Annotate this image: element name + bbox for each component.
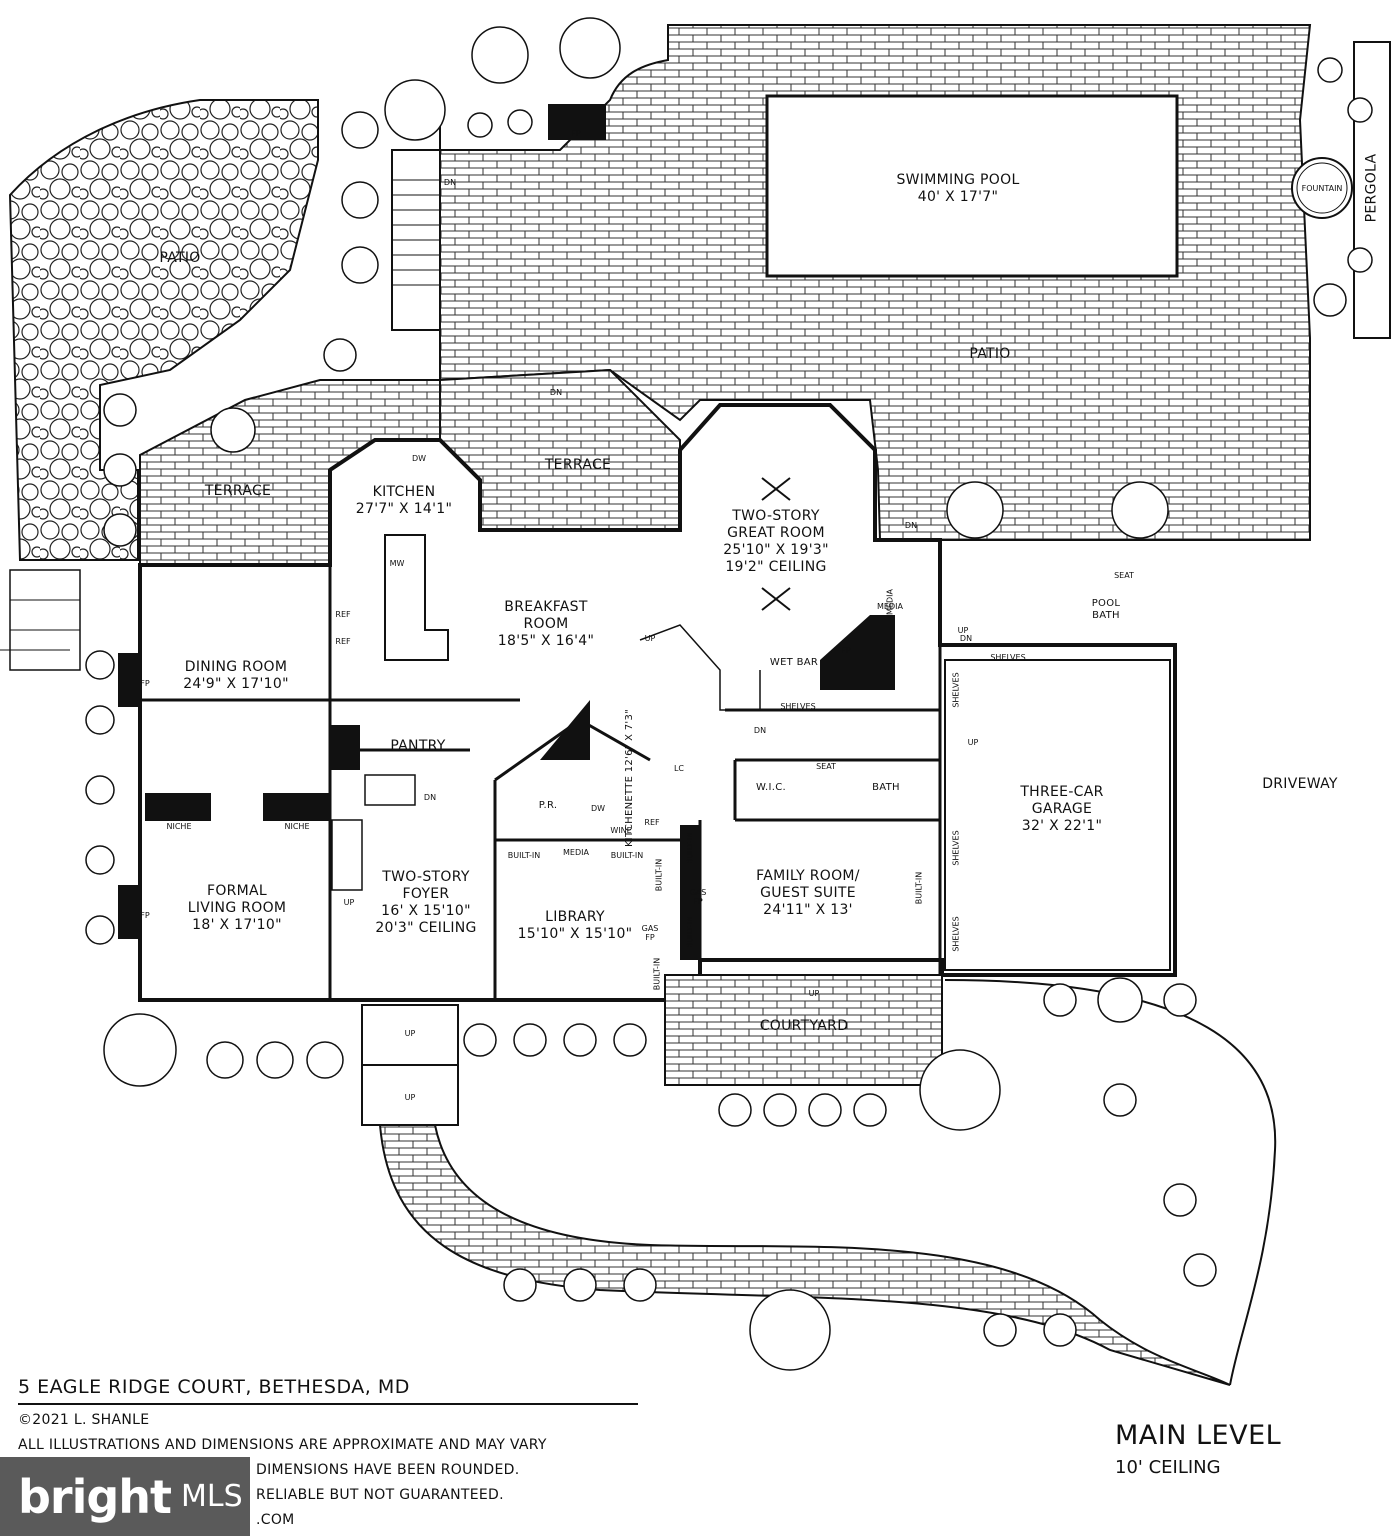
level-ceiling: 10' CEILING [1115,1457,1221,1478]
garage-area [944,659,1171,971]
fixture-label-ref-1: REF [335,610,351,619]
fixture-label-dn-foyer: DN [423,793,437,802]
fireplaces [118,104,895,960]
fixture-label-shelves-garage-top: SHELVES [990,653,1026,662]
level-title: MAIN LEVEL [1115,1420,1282,1451]
fixture-label-niche-1: NICHE [166,822,192,831]
trees [85,17,1373,1371]
room-label-fountain: FOUNTAIN [1301,184,1343,193]
room-label-patio-main: PATIO [969,346,1011,362]
room-label-dining: DINING ROOM 24'9" X 17'10" [183,659,289,692]
fixture-label-dn-stair-top: DN [443,178,457,187]
swimming-pool [765,94,1179,278]
room-label-great-room: TWO-STORY GREAT ROOM 25'10" X 19'3" 19'2… [723,508,829,575]
disclaimer-line-1: ALL ILLUSTRATIONS AND DIMENSIONS ARE APP… [18,1437,547,1453]
room-label-foyer: TWO-STORY FOYER 16' X 15'10" 20'3" CEILI… [375,869,477,936]
fixture-label-up-garage: UP [967,738,979,747]
property-address: 5 EAGLE RIDGE COURT, BETHESDA, MD [18,1376,410,1398]
fountain [1291,157,1353,219]
fixture-label-mw: MW [389,559,405,568]
fixture-label-ref-2: REF [335,637,351,646]
fixture-label-up-breakfast: UP [644,634,656,643]
fixture-label-gas-fp-2: GAS FP [641,924,659,942]
room-label-patio-left: PATIO [159,250,201,266]
room-label-pantry: PANTRY [390,738,446,754]
fixture-label-wine: WINE [610,826,632,835]
back-stair [364,774,416,806]
fixture-label-builtin-v2: BUILT-IN [654,858,664,892]
fixture-label-shelves-g2: SHELVES [951,830,961,866]
room-label-courtyard: COURTYARD [759,1018,849,1034]
fixture-label-dn-bar: DN [753,726,767,735]
fixture-label-up-foyer: UP [343,898,355,907]
watermark-suffix: MLS [181,1479,243,1514]
room-label-driveway: DRIVEWAY [1262,776,1338,792]
walkway [378,1124,1231,1386]
fixture-label-up-entry-1: UP [404,1029,416,1038]
fixture-label-fp-dining: FP [140,679,150,688]
fixture-label-dw-2: DW [590,804,606,813]
great-room-stair [639,624,761,711]
kitchen-island [384,534,449,661]
fixture-label-media-great: MEDIA [877,602,903,611]
fixture-label-fp-living: FP [140,911,150,920]
room-label-formal-living: FORMAL LIVING ROOM 18' X 17'10" [187,883,287,933]
fixture-label-builtin-2: BUILT-IN [610,851,644,860]
room-label-powder: P.R. [538,800,558,811]
fixture-label-shelves-g1: SHELVES [951,672,961,708]
fixture-label-fp-upper: FP [571,129,581,138]
room-label-terrace-mid: TERRACE [544,457,612,473]
room-label-terrace-left: TERRACE [204,483,272,499]
fixture-label-media-v: MEDIA [885,589,895,615]
fixture-label-fp-great: FP [841,646,851,655]
address-underline [18,1403,638,1405]
room-label-pool-bath: POOL BATH [1091,598,1121,621]
fixture-label-media-lib: MEDIA [563,848,589,857]
fixture-label-builtin-v5: BUILT-IN [652,957,662,991]
fixture-label-seat-poolbath: SEAT [1114,571,1134,580]
room-label-bath: BATH [872,782,900,793]
fixture-label-shelves-g3: SHELVES [951,916,961,952]
ceiling-fans [761,477,791,611]
stone-patio [8,99,319,561]
room-label-breakfast: BREAKFAST ROOM 18'5" X 16'4" [497,599,595,649]
fixture-label-ref-3: REF [644,818,660,827]
fixture-label-dw: DW [411,454,427,463]
fixture-label-seat-bath: SEAT [816,762,836,771]
fixture-label-up-court: UP [808,989,820,998]
fixture-label-dn-pool: DN [959,634,973,643]
room-label-family: FAMILY ROOM/ GUEST SUITE 24'11" X 13' [756,868,860,918]
fixture-label-builtin-v1: BUILT-IN [685,831,695,865]
fixture-label-up-pool: UP [957,626,969,635]
disclaimer-line-4: .COM [256,1512,295,1528]
room-label-kitchen: KITCHEN 27'7" X 14'1" [355,484,453,517]
fixture-label-up-entry-2: UP [404,1093,416,1102]
room-label-pergola: PERGOLA [1363,153,1380,223]
room-label-garage: THREE-CAR GARAGE 32' X 22'1" [1020,784,1104,834]
room-label-wet-bar: WET BAR [769,657,819,668]
fixture-label-lc: LC [673,764,685,773]
fixture-label-shelves-bar: SHELVES [780,702,816,711]
fixture-label-builtin-1: BUILT-IN [507,851,541,860]
disclaimer-line-3: RELIABLE BUT NOT GUARANTEED. [256,1487,504,1503]
mls-watermark: bright MLS [0,1457,250,1536]
fixture-label-niche-2: NICHE [284,822,310,831]
copyright-line: ©2021 L. SHANLE [18,1412,150,1428]
side-steps [9,569,81,671]
watermark-brand: bright [18,1469,172,1524]
fixture-label-gas-fp-1: GAS FP [689,888,707,906]
fixture-label-builtin-v3: BUILT-IN [685,915,695,949]
fixture-label-builtin-v4: BUILT-IN [914,871,924,905]
fixture-label-dn-great: DN [904,521,918,530]
room-label-library: LIBRARY 15'10" X 15'10" [517,909,633,942]
room-label-wic: W.I.C. [755,782,787,793]
fixture-label-dn-terrace: DN [549,388,563,397]
disclaimer-line-2: DIMENSIONS HAVE BEEN ROUNDED. [256,1462,520,1478]
room-label-pool: SWIMMING POOL 40' X 17'7" [896,172,1020,205]
foyer-stair [331,819,363,891]
pergola [1353,41,1391,339]
